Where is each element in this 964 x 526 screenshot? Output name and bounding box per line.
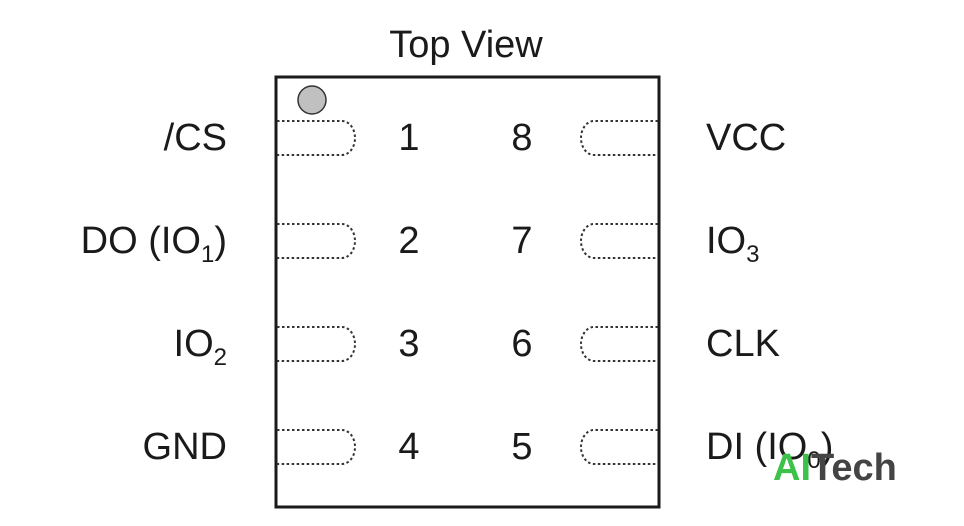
pin-number-6: 6 xyxy=(511,323,532,365)
pin-number-1: 1 xyxy=(398,117,419,159)
pin-number-2: 2 xyxy=(398,220,419,262)
pad-pin-3 xyxy=(277,326,356,362)
pad-pin-4 xyxy=(277,429,356,465)
pad-pin-2 xyxy=(277,223,356,259)
pad-pin-5 xyxy=(580,429,658,465)
pin-label-vcc: VCC xyxy=(706,117,786,159)
pad-pin-7 xyxy=(580,223,658,259)
pin-label-clk: CLK xyxy=(706,323,780,365)
pad-pin-8 xyxy=(580,120,658,156)
pin-label-gnd: GND xyxy=(143,426,227,468)
pin-number-8: 8 xyxy=(511,117,532,159)
pin-number-3: 3 xyxy=(398,323,419,365)
pin-label-do-io1: DO (IO1) xyxy=(81,220,227,268)
watermark-tech: Tech xyxy=(811,447,897,489)
pin1-indicator-dot xyxy=(297,85,327,115)
diagram-title: Top View xyxy=(389,24,543,66)
pad-pin-6 xyxy=(580,326,658,362)
pin-label-cs: /CS xyxy=(164,117,227,159)
pin-number-4: 4 xyxy=(398,426,419,468)
pin-number-5: 5 xyxy=(511,426,532,468)
pin-label-di-io0: DI (IO0) xyxy=(706,426,833,474)
pin-label-io3: IO3 xyxy=(706,220,759,268)
pin-number-7: 7 xyxy=(511,220,532,262)
watermark-logo: AITech xyxy=(773,447,897,489)
pad-pin-1 xyxy=(277,120,356,156)
pin-label-io2: IO2 xyxy=(174,323,227,371)
chip-body xyxy=(274,75,661,509)
watermark-ai: AI xyxy=(773,447,811,489)
